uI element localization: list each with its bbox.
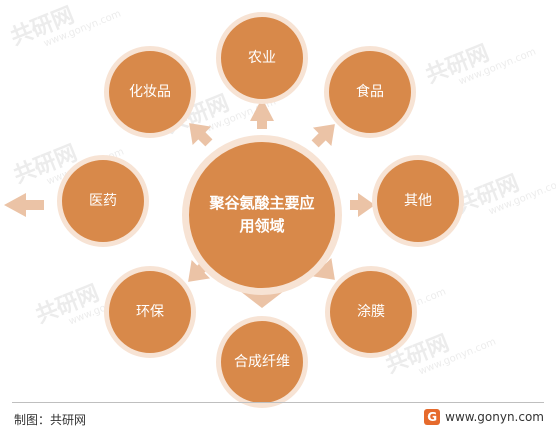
node-label: 涂膜: [357, 304, 385, 320]
node-label: 化妆品: [129, 84, 171, 100]
arrow-right: [350, 193, 375, 217]
node-medicine: 医药: [57, 155, 149, 247]
node-label: 医药: [89, 193, 117, 209]
arrow-left: [4, 193, 44, 217]
node-agriculture: 农业: [216, 12, 308, 104]
node-coating-film: 涂膜: [325, 266, 417, 358]
website-credit: G www.gonyn.com: [424, 409, 544, 425]
website-url: www.gonyn.com: [445, 410, 544, 424]
source-credit: 制图：共研网: [14, 413, 87, 427]
node-food: 食品: [324, 46, 416, 138]
node-label: 环保: [136, 304, 164, 320]
gonyn-logo-icon: G: [424, 409, 441, 425]
node-label: 合成纤维: [234, 354, 290, 370]
node-cosmetics: 化妆品: [104, 46, 196, 138]
node-synthetic-fiber: 合成纤维: [216, 316, 308, 408]
arrow-up-right: [311, 124, 335, 148]
node-label: 农业: [248, 50, 276, 66]
node-environmental: 环保: [104, 266, 196, 358]
node-label: 食品: [356, 84, 384, 100]
arrow-up-left: [189, 123, 213, 147]
arrow-up: [250, 98, 274, 129]
node-other: 其他: [372, 155, 464, 247]
center-node-label: 聚谷氨酸主要应用领域: [209, 194, 315, 235]
center-node: 聚谷氨酸主要应用领域: [182, 135, 342, 295]
node-label: 其他: [404, 193, 432, 209]
footer-divider: [12, 402, 544, 403]
